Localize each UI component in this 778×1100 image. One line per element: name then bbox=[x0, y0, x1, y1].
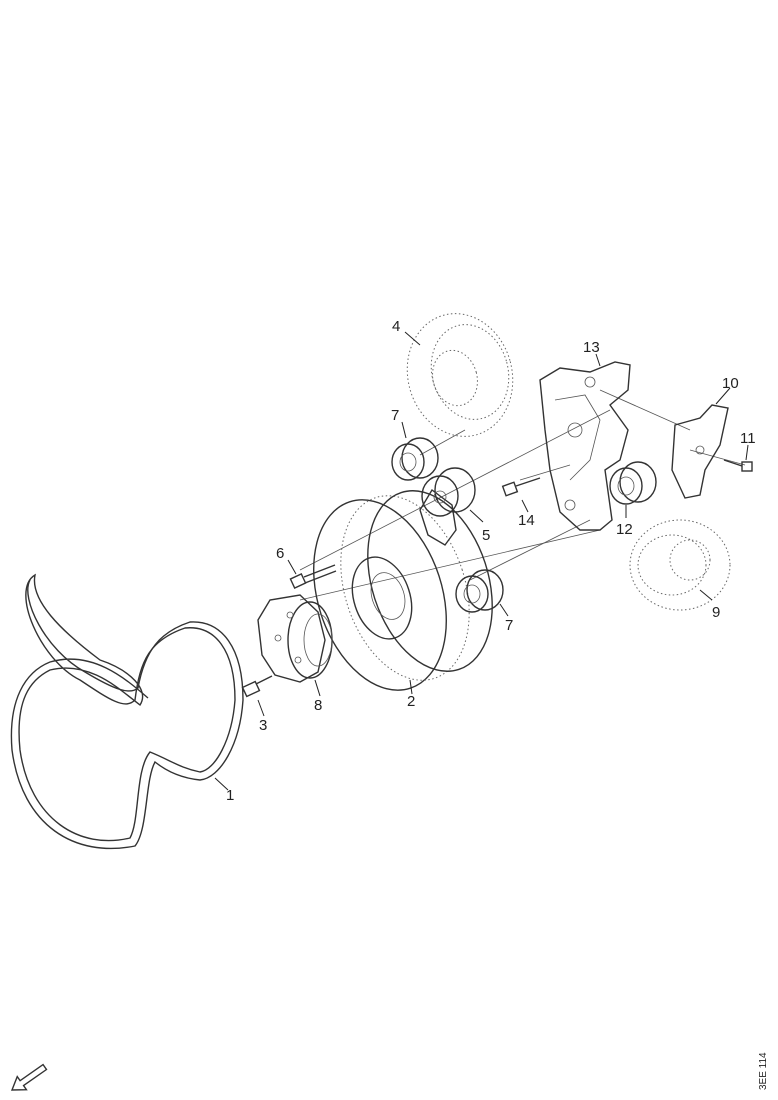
arrow-icon bbox=[10, 1063, 48, 1091]
callout-8: 8 bbox=[314, 697, 322, 714]
callout-10: 10 bbox=[722, 375, 739, 392]
callout-5: 5 bbox=[482, 527, 490, 544]
crankshaft-pulley bbox=[313, 490, 493, 691]
bolt-14 bbox=[501, 477, 541, 497]
assembly-guide-lines bbox=[299, 389, 746, 601]
callout-6: 6 bbox=[276, 545, 284, 562]
pulley-hub bbox=[257, 594, 333, 683]
callout-7-upper: 7 bbox=[391, 407, 399, 424]
callout-7-lower: 7 bbox=[505, 617, 513, 634]
callout-1: 1 bbox=[226, 787, 234, 804]
idler-pulley-upper bbox=[391, 437, 439, 481]
callout-14: 14 bbox=[518, 512, 535, 529]
drive-belt bbox=[10, 573, 244, 850]
bolt-11 bbox=[723, 459, 753, 472]
callout-13: 13 bbox=[583, 339, 600, 356]
callout-3: 3 bbox=[259, 717, 267, 734]
idler-pulley-12 bbox=[609, 461, 657, 505]
component-4 bbox=[406, 313, 514, 437]
belt-tensioner bbox=[419, 467, 476, 546]
callout-2: 2 bbox=[407, 693, 415, 710]
small-bracket bbox=[671, 404, 729, 499]
bolt-3 bbox=[241, 675, 273, 698]
mounting-bracket bbox=[539, 361, 631, 531]
callout-11: 11 bbox=[740, 430, 756, 447]
callout-12: 12 bbox=[616, 521, 633, 538]
callout-leaders bbox=[214, 331, 749, 791]
callout-9: 9 bbox=[712, 604, 720, 621]
idler-pulley-lower bbox=[455, 569, 504, 613]
figure-code: 3EE 114 bbox=[758, 1052, 769, 1090]
bolt-6 bbox=[289, 564, 337, 589]
callout-4: 4 bbox=[392, 318, 400, 335]
component-9 bbox=[629, 519, 731, 611]
